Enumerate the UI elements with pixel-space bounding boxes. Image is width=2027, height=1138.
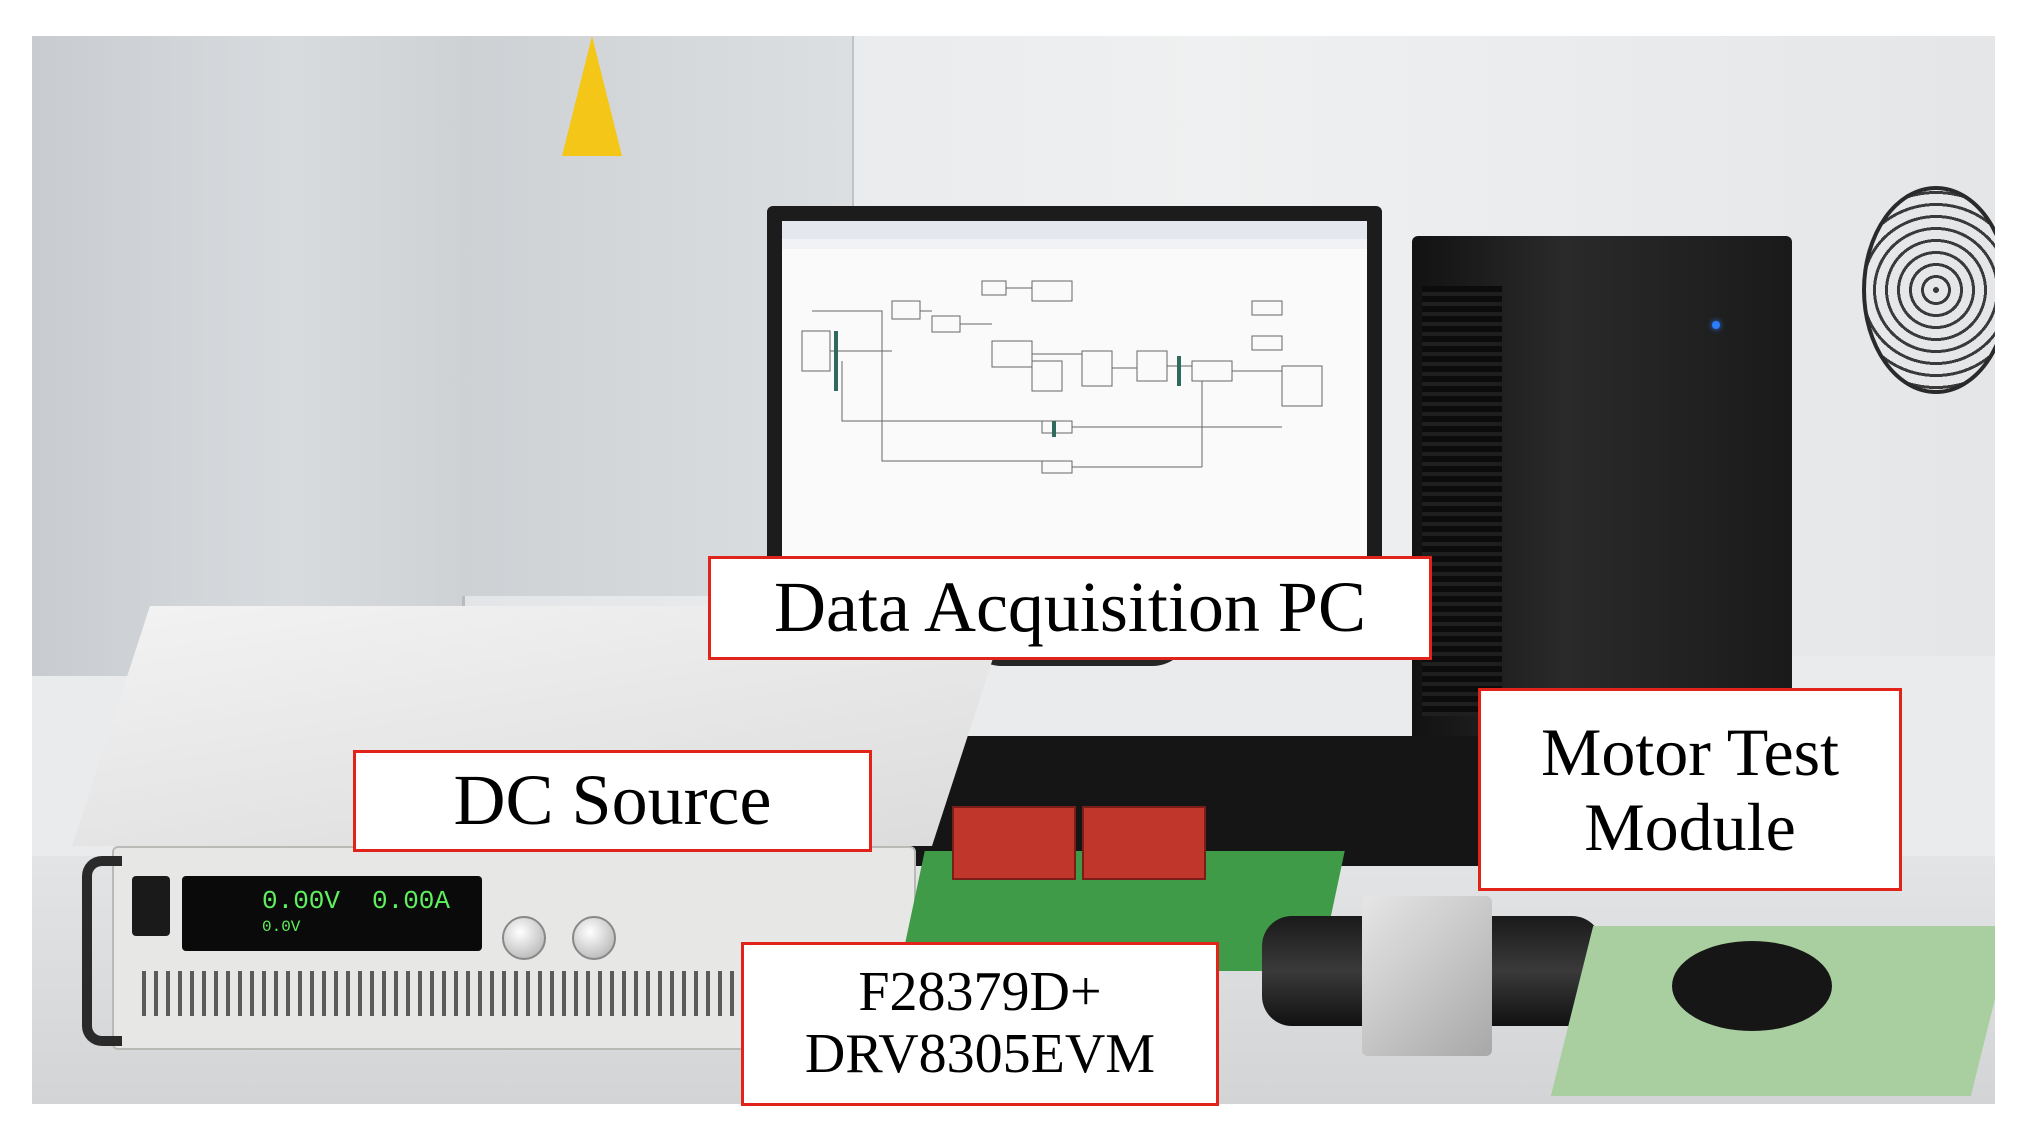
- power-led-icon: [1712, 321, 1720, 329]
- label-motor-test-module-line2: Module: [1584, 788, 1796, 865]
- lab-photo: 0.00V 0.00A 0.0V: [32, 36, 1995, 1104]
- setpoint-readout: 0.0V: [262, 918, 301, 936]
- drv8305-board-right: [1082, 806, 1206, 880]
- power-switch-icon: [132, 876, 170, 936]
- label-dc-source-text: DC Source: [453, 760, 772, 841]
- fan-icon: [1862, 186, 1995, 394]
- label-data-acquisition-pc: Data Acquisition PC: [708, 556, 1432, 660]
- block-diagram-sketch: [782, 221, 1367, 474]
- power-supply-handle: [82, 856, 122, 1046]
- drv8305-board-left: [952, 806, 1076, 880]
- simulink-diagram-screen: [782, 221, 1367, 566]
- current-readout: 0.00A: [372, 886, 451, 916]
- label-controller-line1: F28379D+: [858, 961, 1102, 1024]
- motor-coupling-block: [1362, 896, 1492, 1056]
- current-knob-icon: [572, 916, 616, 960]
- warning-sign-icon: [562, 36, 622, 156]
- pc-tower-mesh: [1422, 286, 1502, 716]
- label-motor-test-module-line1: Motor Test: [1540, 713, 1840, 790]
- voltage-readout: 0.00V: [262, 886, 341, 916]
- label-motor-test-module: Motor Test Module: [1478, 688, 1902, 891]
- mouse: [1672, 941, 1832, 1031]
- label-data-acquisition-pc-text: Data Acquisition PC: [774, 567, 1366, 648]
- label-dc-source: DC Source: [353, 750, 872, 852]
- label-controller-line2: DRV8305EVM: [804, 1023, 1156, 1085]
- electrical-cabinet: [32, 36, 465, 676]
- label-controller: F28379D+ DRV8305EVM: [741, 942, 1219, 1106]
- power-supply-display: 0.00V 0.00A 0.0V: [182, 876, 482, 951]
- voltage-knob-icon: [502, 916, 546, 960]
